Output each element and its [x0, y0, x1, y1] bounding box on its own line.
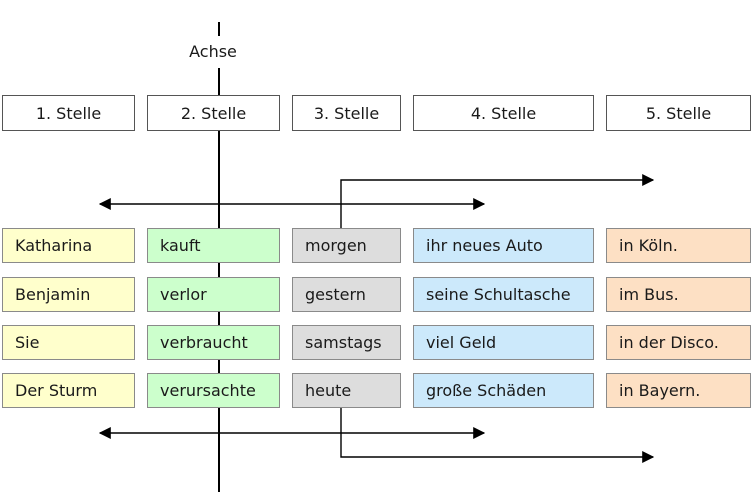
axis-label: Achse [189, 42, 237, 61]
cell-subject: Benjamin [2, 277, 135, 312]
cell-object: ihr neues Auto [413, 228, 594, 263]
cell-verb: verursachte [147, 373, 280, 408]
cell-object: seine Schultasche [413, 277, 594, 312]
cell-subject: Sie [2, 325, 135, 360]
upper-shift-arrow [340, 174, 655, 228]
cell-place: in Bayern. [606, 373, 751, 408]
header-position-5: 5. Stelle [606, 95, 751, 131]
header-position-4: 4. Stelle [413, 95, 594, 131]
cell-place: im Bus. [606, 277, 751, 312]
cell-time: gestern [292, 277, 401, 312]
cell-place: in der Disco. [606, 325, 751, 360]
cell-time: heute [292, 373, 401, 408]
cell-time: morgen [292, 228, 401, 263]
lower-shift-arrow [340, 408, 655, 463]
cell-verb: verlor [147, 277, 280, 312]
cell-verb: kauft [147, 228, 280, 263]
cell-subject: Katharina [2, 228, 135, 263]
cell-time: samstags [292, 325, 401, 360]
cell-object: viel Geld [413, 325, 594, 360]
header-position-2: 2. Stelle [147, 95, 280, 131]
cell-subject: Der Sturm [2, 373, 135, 408]
cell-verb: verbraucht [147, 325, 280, 360]
header-position-1: 1. Stelle [2, 95, 135, 131]
cell-place: in Köln. [606, 228, 751, 263]
header-position-3: 3. Stelle [292, 95, 401, 131]
cell-object: große Schäden [413, 373, 594, 408]
